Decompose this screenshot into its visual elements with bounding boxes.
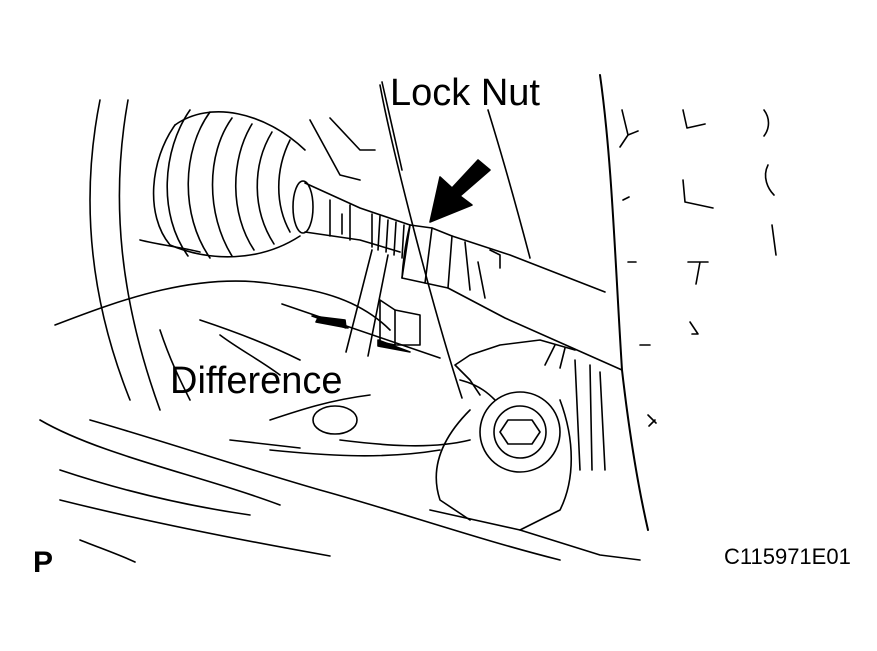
- steering-rack-boot: [140, 110, 313, 258]
- lock-nut: [402, 225, 452, 288]
- view-marker: P: [33, 546, 54, 579]
- figure-code: C115971E01: [724, 544, 851, 569]
- lock-nut-leader: [382, 82, 402, 170]
- suspension-background: [55, 100, 560, 560]
- knuckle: [430, 340, 640, 560]
- difference-dimension: [282, 250, 440, 358]
- difference-label: Difference: [170, 360, 343, 402]
- lower-arm: [40, 420, 280, 505]
- tie-rod: [305, 183, 410, 258]
- lock-nut-label: Lock Nut: [390, 72, 540, 114]
- lock-nut-arrow: [430, 160, 490, 222]
- tire: [600, 75, 776, 530]
- tie-rod-end: [448, 236, 622, 370]
